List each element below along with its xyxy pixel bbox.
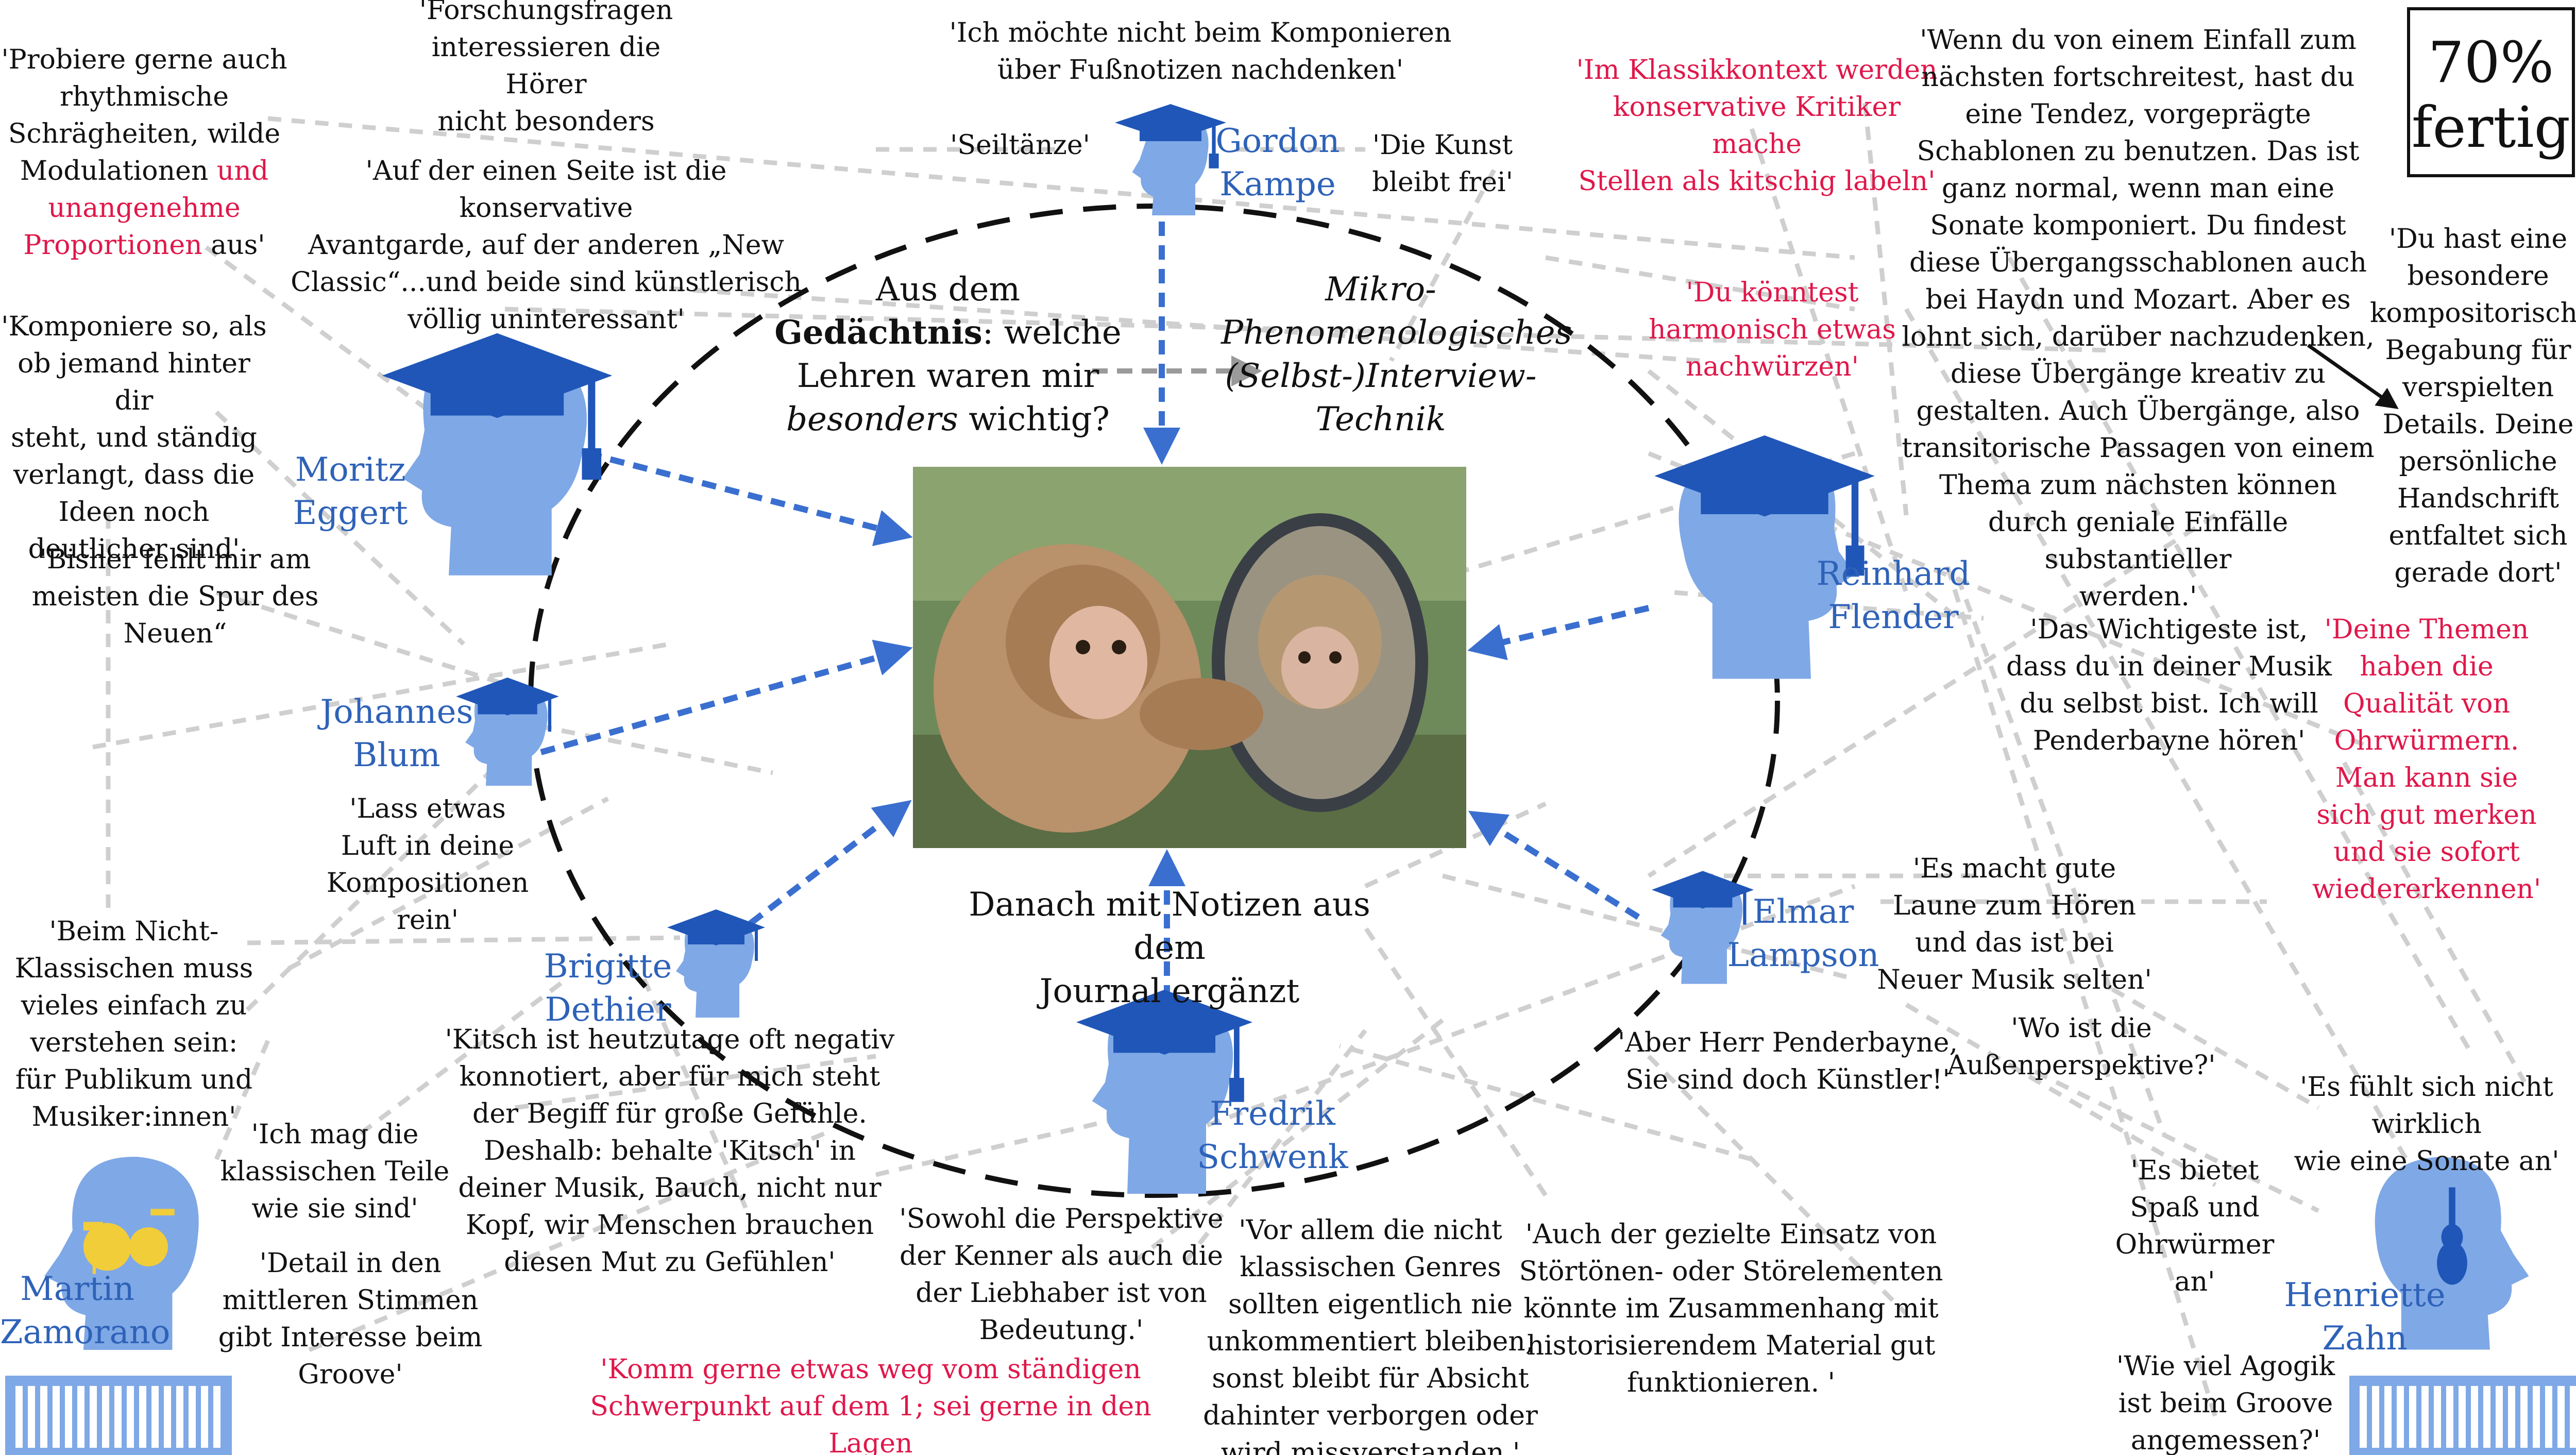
quote-kunst: 'Die Kunst bleibt frei' (1372, 130, 1513, 198)
blue-arrows (540, 222, 1650, 1000)
blum-head-icon (456, 678, 559, 786)
quote-laune: 'Es macht gute Laune zum Hören und das i… (1877, 853, 2152, 995)
name-dethier: Brigitte Dethier (544, 948, 672, 1029)
quote-aussen: 'Wo ist die Außenperspektive?' (1947, 1013, 2216, 1081)
name-eggert: Moritz Eggert (293, 451, 408, 532)
kampe-head-icon (1115, 104, 1226, 215)
flender-head-icon (1654, 435, 1875, 679)
quote-spur: 'Bisher fehlt mir am meisten die Spur de… (31, 544, 319, 649)
quote-klassische-teile: 'Ich mag die klassischen Teile wie sie s… (220, 1119, 450, 1224)
progress-badge: 70%fertig (2407, 7, 2575, 177)
name-blum: Johannes Blum (320, 693, 473, 774)
quote-spass: 'Es bietet Spaß und Ohrwürmer an' (2115, 1155, 2275, 1297)
quote-genres: 'Vor allem die nicht klassischen Genres … (1203, 1215, 1538, 1455)
quote-agogik: 'Wie viel Agogik ist beim Groove angemes… (2116, 1351, 2335, 1455)
quote-stoertoene: 'Auch der gezielte Einsatz von Störtönen… (1519, 1219, 1943, 1398)
quote-forschung: 'Forschungsfragen interessieren die Höre… (419, 0, 673, 137)
zahn-piano-icon (2349, 1376, 2576, 1455)
progress-badge-line: fertig (2411, 94, 2571, 160)
quote-fussnoten: 'Ich möchte nicht beim Komponieren über … (949, 18, 1452, 86)
quote-kuenstler: 'Aber Herr Penderbayne, Sie sind doch Kü… (1618, 1027, 1958, 1095)
memory-question-bold: Gedächtnis (774, 313, 982, 352)
quote-rhythmisch-end: aus' (202, 230, 265, 261)
quote-wichtigste: 'Das Wichtigeste ist, dass du in deiner … (2006, 614, 2332, 756)
progress-badge-line: 70% (2428, 29, 2554, 95)
quote-einfall: 'Wenn du von einem Einfall zum nächsten … (1902, 25, 2375, 612)
dethier-head-icon (667, 909, 765, 1018)
quote-perspektive: 'Sowohl die Perspektive der Kenner als a… (899, 1204, 1224, 1346)
lampson-head-icon (1651, 871, 1754, 984)
memory-question-line4: wichtig? (958, 400, 1110, 438)
quote-kitsch: 'Kitsch ist heutzutage oft negativ konno… (445, 1024, 895, 1278)
memory-question-italic: besonders (786, 400, 958, 438)
quote-klassikkontext: 'Im Klassikkontext werden konservative K… (1576, 55, 1938, 197)
black-arrow (2307, 344, 2399, 410)
quote-sonate: 'Es fühlt sich nicht wirklich wie eine S… (2294, 1072, 2560, 1177)
quote-luft: 'Lass etwas Luft in deine Kompositionen … (326, 793, 529, 936)
quote-schwerpunkt: 'Komm gerne etwas weg vom ständigen Schw… (590, 1354, 1151, 1455)
quote-rhythmisch-text: 'Probiere gerne auch rhythmische Schrägh… (1, 44, 287, 187)
zahn-violin-head-icon (2375, 1157, 2529, 1350)
name-flender: Reinhard Flender (1816, 555, 1971, 636)
quote-rhythmisch: 'Probiere gerne auch rhythmische Schrägh… (0, 41, 289, 264)
quote-begabung: 'Du hast eine besondere kompositorische … (2370, 224, 2576, 588)
name-lampson: Elmar Lampson (1727, 893, 1879, 974)
quote-hinter: 'Komponiere so, als ob jemand hinter dir… (1, 311, 267, 565)
quote-avantgarde: 'Auf der einen Seite ist die konservativ… (291, 156, 802, 335)
name-schwenk: Fredrik Schwenk (1197, 1095, 1348, 1176)
zamorano-piano-icon (5, 1376, 232, 1455)
name-kampe: Gordon Kampe (1215, 122, 1340, 204)
memory-question-line3: Lehren waren mir (796, 357, 1099, 395)
name-zahn: Henriette Zahn (2284, 1276, 2446, 1358)
monkey-mirror-photo (913, 467, 1466, 848)
memory-question-line2: : welche (982, 314, 1122, 352)
quote-nichtklassisch: 'Beim Nicht- Klassischen muss vieles ein… (14, 916, 253, 1132)
name-zamorano: Martin Zamorano (0, 1270, 171, 1351)
memory-question: Aus dem Gedächtnis: welche Lehren waren … (762, 268, 1133, 441)
quote-detail: 'Detail in den mittleren Stimmen gibt In… (218, 1248, 483, 1390)
quote-nachwuerzen: 'Du könntest harmonisch etwas nachwürzen… (1649, 277, 1896, 382)
quote-rhythmisch-red: und unangenehme Proportionen (23, 156, 269, 261)
eggert-head-icon (382, 333, 613, 576)
journal-note: Danach mit Notizen aus dem Journal ergän… (969, 886, 1370, 1010)
schwenk-head-icon (1076, 990, 1252, 1194)
zamorano-drums-head-icon (44, 1157, 199, 1350)
interview-technique: Mikro- Phenomenologisches (Selbst-)Inter… (1221, 270, 1572, 438)
memory-question-line1: Aus dem (875, 270, 1021, 309)
quote-themen: 'Deine Themen haben die Qualität von Ohr… (2312, 614, 2541, 905)
quote-seiltaenze: 'Seiltänze' (950, 130, 1090, 161)
